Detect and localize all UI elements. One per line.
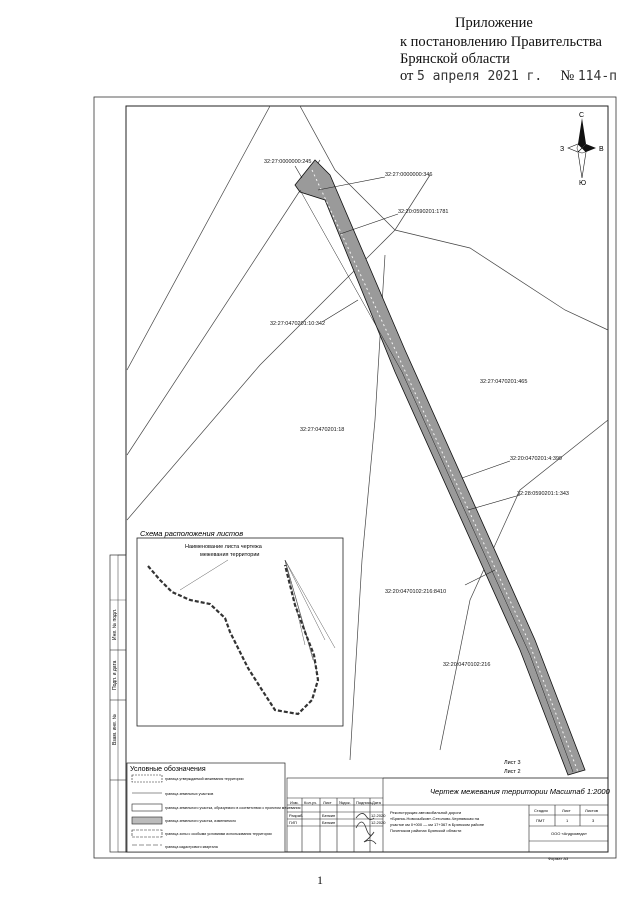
sheet-outer-frame <box>93 96 617 859</box>
inset-callout: Наименование листа чертежа <box>185 544 263 550</box>
parcel-label: 32:27:0000000:245 <box>264 159 311 165</box>
legend-item: граница утверждаемой межевания территори… <box>165 777 244 781</box>
legend-item: граница зоны с особыми условиями использ… <box>165 832 272 836</box>
object-text: Реконструкция автомобильной дороги <box>390 810 461 815</box>
parcel-label: 32:20:0590201:1781 <box>398 209 448 215</box>
col-header: Кол.уч. <box>304 800 317 805</box>
object-text: «Брянск-Новозыбков»-Сетолово-Чернявская … <box>390 816 480 821</box>
parcel-boundaries <box>126 105 609 761</box>
drawing-title: Чертеж межевания территории Масштаб 1:20… <box>430 787 611 796</box>
col-header: Подпись <box>356 800 372 805</box>
legend-item: граница земельного участка, изменяемого <box>165 819 236 823</box>
boundary-line <box>349 254 386 761</box>
row-date: 12.2020 <box>371 820 386 825</box>
resolution-number: 114-п <box>577 69 617 84</box>
title-block <box>286 777 609 853</box>
inset-title: Схема расположения листов <box>140 529 243 538</box>
stamp-signature: Подп. и дата <box>112 660 118 690</box>
parcel-label: 32:20:0470102:216 <box>443 662 490 668</box>
legend-item: граница земельных участков <box>165 792 213 796</box>
resolution-line: к постановлению Правительства <box>400 34 602 50</box>
parcel-label: 32:20:0470102:216:8410 <box>385 589 446 595</box>
number-label: № <box>560 68 575 84</box>
row-date: 12.2020 <box>371 813 386 818</box>
sheet-format: Формат А3 <box>548 856 569 861</box>
compass-south: Ю <box>579 180 586 187</box>
signature-mark <box>355 821 377 845</box>
stamp-inventory: Инв. № подл. <box>112 609 118 640</box>
region-line: Брянской области <box>400 51 510 67</box>
road-corridor <box>294 159 586 776</box>
side-stamp: Взам. инв. № Подп. и дата Инв. № подл. <box>109 554 127 853</box>
inset-callout: межевания территории <box>200 552 259 558</box>
legend-title: Условные обозначения <box>130 765 206 773</box>
signature-mark <box>355 813 375 820</box>
parcel-label: 32:28:0590201:1:343 <box>517 491 569 497</box>
row-name: Белкин <box>322 813 335 818</box>
page-number: 1 <box>317 873 323 887</box>
row-role: Разраб. <box>289 813 303 818</box>
col-header: №док. <box>339 800 351 805</box>
col-header: Дата <box>372 800 382 805</box>
stage-header: Листов <box>585 808 598 813</box>
boundary-line <box>299 105 609 331</box>
legend-item: граница кадастрового квартала <box>165 845 218 849</box>
compass-north: С <box>579 112 584 119</box>
inset-scheme: Схема расположения листов Наименование л… <box>136 529 344 727</box>
stage-value: ПМТ <box>536 818 545 823</box>
boundary-line <box>126 174 431 521</box>
parcel-label: 32:27:0470201:18 <box>300 427 344 433</box>
stage-value: 3 <box>592 818 595 823</box>
legend: Условные обозначения граница утверждаемо… <box>126 762 300 853</box>
parcel-label: 32:27:0000000:346 <box>385 172 432 178</box>
stage-header: Лист <box>562 808 571 813</box>
compass-icon: С Ю З В <box>560 112 604 187</box>
col-header: Лист <box>323 800 332 805</box>
stage-header: Стадия <box>534 808 548 813</box>
boundary-line <box>126 159 321 456</box>
row-role: ГИП <box>289 820 297 825</box>
row-name: Белкин <box>322 820 335 825</box>
stage-value: 1 <box>566 818 569 823</box>
date-prefix: от <box>400 68 414 84</box>
boundary-line <box>439 419 609 751</box>
road-edge <box>299 189 574 773</box>
compass-west: З <box>560 146 564 153</box>
stamp-replacement: Взам. инв. № <box>112 714 118 745</box>
resolution-date: 5 апреля 2021 г. <box>417 69 543 84</box>
road-band <box>294 159 586 776</box>
sheet-label: Лист 3 <box>504 760 521 766</box>
parcel-label: 32:27:0470201:465 <box>480 379 527 385</box>
parcel-label: 32:20:0470201:4:399 <box>510 456 562 462</box>
parcel-labels: 32:27:0000000:245 32:27:0000000:346 32:2… <box>264 159 569 668</box>
company-name: ООО «Андромеда» <box>551 831 588 836</box>
legend-item: граница земельного участка, образуемого … <box>165 806 300 810</box>
date-number-line: от 5 апреля 2021 г. № 114-п <box>400 67 640 86</box>
sheet-inner-frame <box>125 105 609 853</box>
boundary-line <box>126 105 271 371</box>
sheet-label: Лист 2 <box>504 769 521 775</box>
compass-east: В <box>599 146 604 153</box>
object-text: участке км 0+000 — км 17+367 в Брянском … <box>390 822 485 827</box>
appendix-label: Приложение <box>455 15 533 31</box>
object-text: Почепском районах Брянской области <box>390 828 461 833</box>
col-header: Изм. <box>290 800 299 805</box>
parcel-label: 32:27:0470201:10:342 <box>270 321 325 327</box>
leader-lines <box>294 165 521 586</box>
